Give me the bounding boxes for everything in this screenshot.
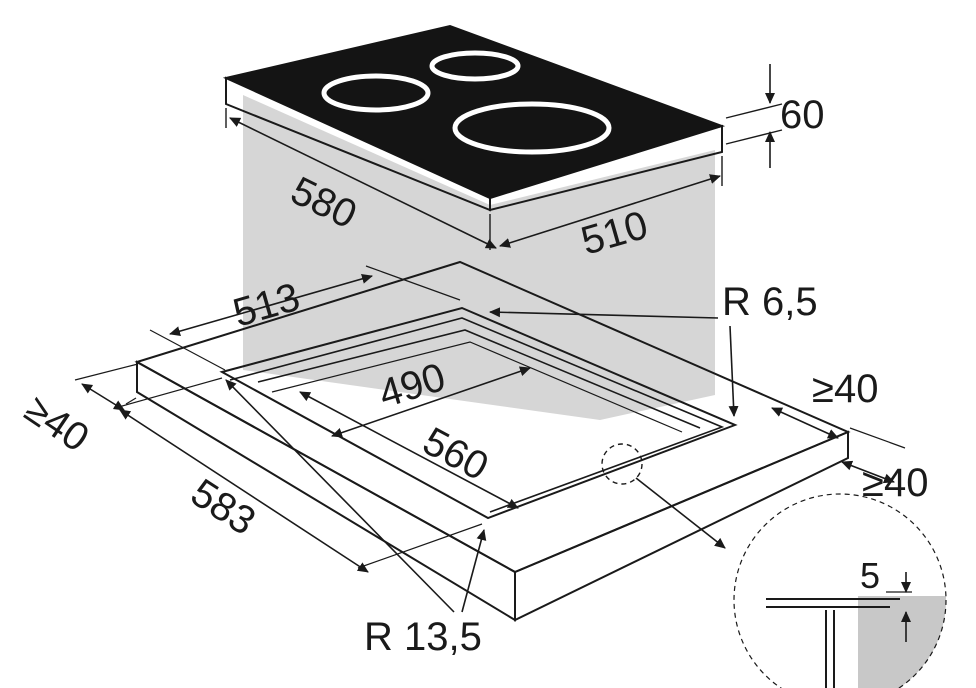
label-corner-radius-small: R 6,5 bbox=[722, 280, 818, 324]
dim-40-left-ext2 bbox=[114, 377, 223, 409]
dim-580-line bbox=[229, 117, 497, 249]
leader-r135-a bbox=[225, 379, 455, 613]
detail-circle-icon bbox=[601, 443, 643, 485]
dim-583-line bbox=[119, 409, 369, 573]
dim-60-ext-bottom bbox=[725, 129, 783, 145]
dim-60-ext-top bbox=[725, 103, 783, 119]
dim-40-left-line bbox=[81, 383, 125, 411]
leader-r135-b bbox=[461, 529, 487, 613]
label-back-clearance: ≥40 bbox=[862, 461, 928, 505]
dim-513-ext bbox=[365, 265, 461, 301]
label-hob-height: 60 bbox=[780, 93, 825, 137]
dim-40-left-ext1 bbox=[74, 363, 139, 381]
cutout-ledge-inner bbox=[257, 329, 701, 429]
countertop-side bbox=[514, 430, 849, 622]
detail-view bbox=[766, 591, 946, 688]
label-detail-offset: 5 bbox=[860, 555, 880, 596]
detail-leader bbox=[635, 477, 726, 549]
dim-510-line bbox=[499, 174, 721, 248]
zone-ring-icon bbox=[321, 73, 431, 113]
leader-r65-b bbox=[728, 325, 739, 417]
label-inner-length: 560 bbox=[416, 419, 496, 489]
dim-583-ext bbox=[125, 397, 137, 405]
label-corner-radius-large: R 13,5 bbox=[364, 615, 482, 659]
dim-583-ext2 bbox=[357, 523, 483, 569]
leader-r65-a bbox=[489, 307, 719, 319]
dim-513-line bbox=[169, 273, 373, 337]
label-outer-length: 583 bbox=[183, 471, 263, 544]
detail-circle-outline bbox=[733, 493, 947, 688]
dim-40-right-ext bbox=[849, 427, 906, 449]
dim-40-right-line bbox=[771, 407, 839, 439]
cutout-ledge bbox=[229, 317, 725, 513]
label-side-clearance: ≥40 bbox=[812, 367, 878, 411]
zone-ring-icon bbox=[429, 50, 521, 82]
dim-40-back-line bbox=[841, 460, 895, 484]
dim-513-ext2 bbox=[149, 329, 226, 371]
label-front-clearance: ≥40 bbox=[17, 387, 97, 461]
